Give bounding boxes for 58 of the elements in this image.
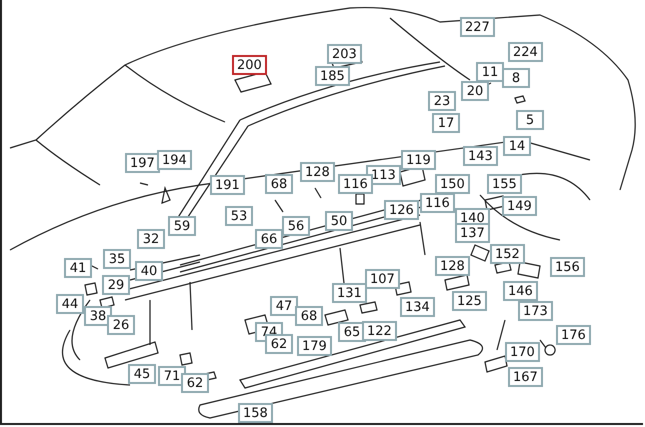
- callout-number: 68: [295, 306, 323, 326]
- callout-number: 200: [232, 55, 267, 75]
- callout-number: 62: [181, 373, 209, 393]
- callout-number: 152: [490, 244, 525, 264]
- callout-number: 173: [518, 301, 553, 321]
- callout-number: 149: [502, 196, 537, 216]
- callout-number: 45: [128, 364, 156, 384]
- callout-number: 128: [435, 256, 470, 276]
- callout-number: 134: [400, 297, 435, 317]
- callout-number: 29: [102, 275, 130, 295]
- callout-number: 26: [107, 315, 135, 335]
- callout-number: 167: [508, 367, 543, 387]
- callout-number: 155: [487, 174, 522, 194]
- callout-number: 122: [362, 321, 397, 341]
- callout-number: 170: [505, 342, 540, 362]
- callout-number: 50: [325, 211, 353, 231]
- callout-number: 23: [428, 91, 456, 111]
- callout-number: 8: [502, 68, 530, 88]
- callout-number: 107: [365, 269, 400, 289]
- callout-number: 194: [157, 150, 192, 170]
- callout-number: 125: [452, 291, 487, 311]
- callout-number: 56: [282, 216, 310, 236]
- callout-number: 62: [265, 334, 293, 354]
- callout-number: 143: [463, 146, 498, 166]
- callout-number: 66: [255, 229, 283, 249]
- callout-number: 5: [516, 110, 544, 130]
- callout-number: 47: [270, 296, 298, 316]
- callout-number: 191: [210, 175, 245, 195]
- callout-number: 179: [297, 336, 332, 356]
- callout-number: 128: [300, 162, 335, 182]
- callout-number: 131: [332, 283, 367, 303]
- callout-number: 20: [461, 81, 489, 101]
- callout-number: 35: [103, 249, 131, 269]
- callout-number: 116: [420, 193, 455, 213]
- callout-number: 53: [225, 206, 253, 226]
- callout-number: 119: [401, 150, 436, 170]
- callout-number: 197: [125, 153, 160, 173]
- callout-number: 44: [56, 294, 84, 314]
- callout-number: 32: [137, 229, 165, 249]
- callout-number: 59: [168, 216, 196, 236]
- callout-number: 185: [315, 66, 350, 86]
- callout-number: 126: [384, 200, 419, 220]
- callout-number: 41: [64, 258, 92, 278]
- callout-number: 17: [432, 113, 460, 133]
- callout-number: 150: [435, 174, 470, 194]
- callout-number: 203: [327, 44, 362, 64]
- callout-number: 146: [503, 281, 538, 301]
- callout-number: 40: [135, 261, 163, 281]
- callout-number: 137: [455, 223, 490, 243]
- callout-number: 68: [265, 174, 293, 194]
- callout-number: 156: [550, 257, 585, 277]
- callout-number: 224: [508, 42, 543, 62]
- callout-number: 158: [238, 403, 273, 423]
- callout-number: 116: [338, 174, 373, 194]
- callout-number: 227: [460, 17, 495, 37]
- callout-number: 14: [503, 136, 531, 156]
- callout-number: 11: [476, 62, 504, 82]
- callout-number: 176: [556, 325, 591, 345]
